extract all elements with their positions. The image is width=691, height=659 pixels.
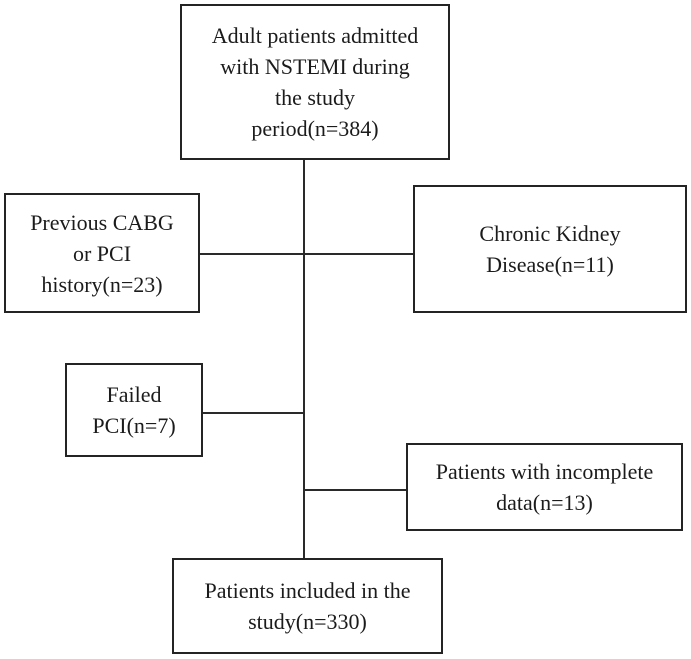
- vertical-spine-line: [303, 159, 305, 559]
- branch-line-incomplete-data: [304, 489, 406, 491]
- branch-line-failed-pci: [203, 412, 304, 414]
- box-chronic-kidney-disease: Chronic Kidney Disease(n=11): [413, 185, 687, 313]
- box-previous-cabg-pci-history: Previous CABG or PCI history(n=23): [4, 193, 200, 313]
- box-incomplete-data: Patients with incomplete data(n=13): [406, 443, 683, 531]
- box-admitted-patients: Adult patients admitted with NSTEMI duri…: [180, 4, 450, 160]
- box-failed-pci: Failed PCI(n=7): [65, 363, 203, 457]
- box-included-patients: Patients included in the study(n=330): [172, 558, 443, 654]
- branch-line-cabg-ckd: [200, 253, 413, 255]
